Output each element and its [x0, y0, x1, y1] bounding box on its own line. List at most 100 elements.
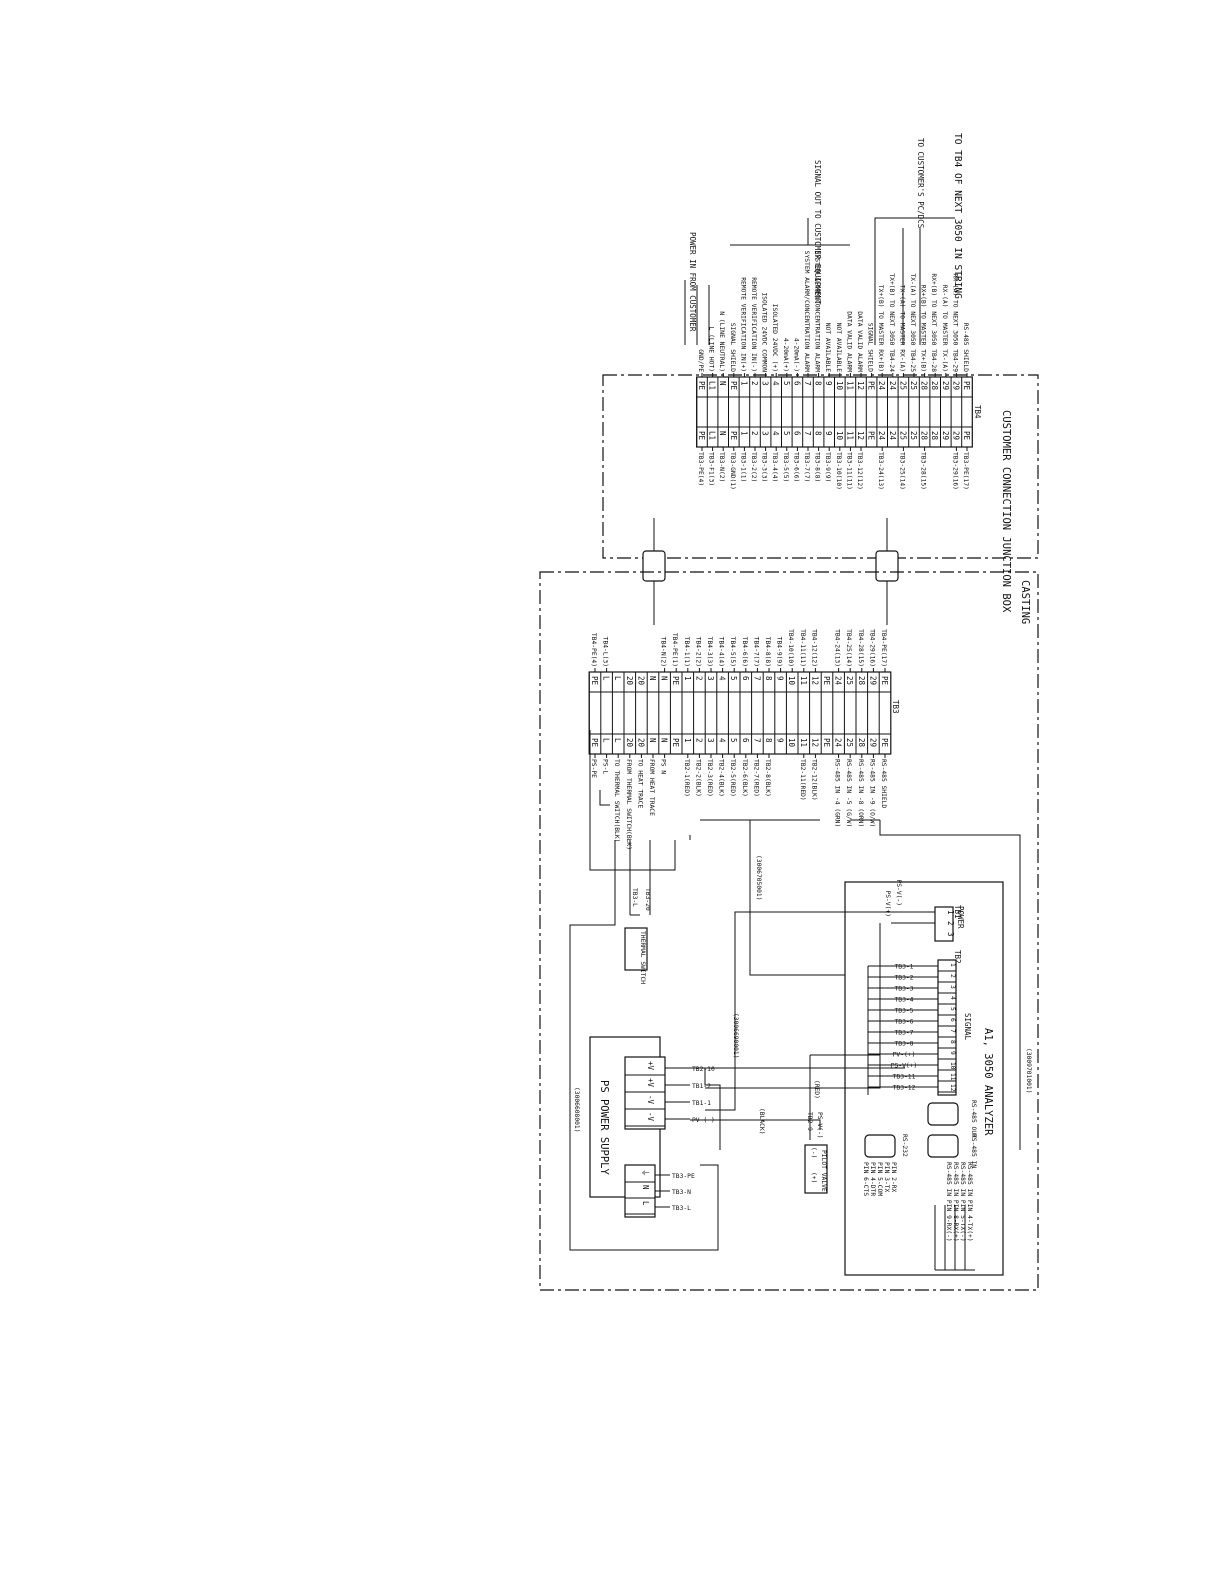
tb4-left-label: N (LINE NEUTRAL): [718, 311, 725, 372]
tb3-right-label: TB2-12(BLK): [810, 759, 817, 801]
tb4-left-label: DATA VALID ALARM: [856, 311, 863, 372]
tb4-terminal-number-far: L1: [708, 431, 717, 440]
svg-text:TB3-11(11): TB3-11(11): [845, 452, 852, 490]
tb3-left-label: TB4-4(4): [718, 637, 725, 667]
rs485-pin-note: RS-485 IN PIN 4-TX(+): [966, 1162, 973, 1242]
svg-text:1: 1: [683, 676, 692, 681]
thermal-tb3-l: TB3-L: [631, 888, 638, 907]
svg-text:28: 28: [857, 676, 866, 686]
tb4-terminal-number-far: 8: [814, 431, 823, 436]
ps-out-terminal: -V: [646, 1095, 655, 1105]
tb3-terminal-number: 2: [694, 676, 703, 681]
tb3-right-label: TO THERMAL SWITCH(BLK): [613, 759, 620, 842]
svg-text:PE: PE: [880, 676, 889, 686]
svg-text:TB3-GND(1): TB3-GND(1): [729, 452, 736, 490]
svg-text:25: 25: [845, 738, 854, 747]
svg-text:N: N: [718, 431, 727, 436]
svg-text:TB2-5(RED): TB2-5(RED): [729, 759, 736, 797]
rs485-out-label: RS-485 OUT: [970, 1100, 977, 1138]
svg-text:GND/PE: GND/PE: [697, 349, 704, 372]
svg-text:PE: PE: [697, 381, 706, 391]
svg-text:20: 20: [625, 676, 634, 686]
tb4-left-label: ISOLATED 24VDC COMMON: [761, 292, 768, 372]
ps-in-wire-label: TB3-PE: [672, 1173, 695, 1180]
tb4-right-label: TB3-GND(1): [729, 452, 736, 490]
svg-text:TB2-6(BLK): TB2-6(BLK): [741, 759, 748, 797]
svg-text:TB3-1(1): TB3-1(1): [739, 452, 746, 482]
tb3-left-label: TB4-11(11): [799, 629, 806, 667]
svg-text:SIGNAL SHIELD: SIGNAL SHIELD: [867, 323, 874, 372]
tb3-terminal-number-far: 9: [776, 738, 785, 743]
tb4-terminal-number-far: 25: [909, 431, 918, 440]
tb4-right-label: TB3-F1(3): [708, 452, 715, 486]
tb4-terminal-number: PE: [729, 381, 738, 391]
tb3-terminal-number: 24: [834, 676, 843, 686]
tb3-terminal-number: 10: [787, 676, 796, 686]
svg-text:L1: L1: [708, 431, 717, 440]
tb4-right-label: TB3-PE(17): [962, 452, 969, 490]
svg-text:28: 28: [857, 738, 866, 748]
red-wire-label: (RED): [813, 1080, 820, 1099]
tb4-terminal-number: 25: [898, 381, 907, 390]
svg-text:6: 6: [741, 676, 750, 681]
tb2-wire-label: TB3-6: [895, 1019, 914, 1026]
tb4-left-label: TX+(B) TO NEXT 3050 TB4-24: [888, 273, 895, 372]
svg-text:TB2-7(RED): TB2-7(RED): [752, 759, 759, 797]
svg-text:DATA VALID ALARM: DATA VALID ALARM: [856, 311, 863, 372]
tb4-left-label: SYSTEM ALARM/CONCENTRATION ALARM: [814, 251, 821, 373]
tb4-right-label: TB3-9(9): [824, 452, 831, 482]
tb3-terminal-number-far: 20: [636, 738, 645, 748]
tb3-terminal-number-far: 20: [625, 738, 634, 748]
svg-text:⏚: ⏚: [641, 1169, 650, 1177]
svg-text:10: 10: [787, 676, 796, 686]
tb3-right-label: TB2-2(BLK): [694, 759, 701, 797]
svg-text:2: 2: [946, 921, 955, 926]
tb4-terminal-number-far: 7: [803, 431, 812, 436]
gland-bundles: [653, 518, 888, 625]
tb4-left-label: ISOLATED 24VDC (+): [771, 304, 778, 372]
svg-text:4: 4: [771, 431, 780, 436]
svg-text:7: 7: [803, 381, 812, 386]
cable-code-3: (3009701001): [1025, 1048, 1032, 1094]
tb3-left-label: TB4-28(15): [857, 629, 864, 667]
tb4-terminal-number: 7: [803, 381, 812, 386]
svg-text:N: N: [648, 676, 657, 681]
tb3-right-label: PS N: [660, 759, 667, 774]
analyzer-box: [844, 881, 1004, 1276]
tb4-terminal-number: PE: [867, 381, 876, 391]
tb3-right-label: FROM HEAT TRACE: [648, 759, 655, 816]
svg-text:9: 9: [824, 431, 833, 436]
svg-text:TB2-2(BLK): TB2-2(BLK): [694, 759, 701, 797]
svg-text:TB4-6(6): TB4-6(6): [741, 637, 748, 667]
svg-text:12: 12: [856, 431, 865, 440]
rs485-pin-note: RS-485 IN PIN 8-RX(+): [952, 1162, 959, 1242]
tb4-right-label: TB3-2(2): [750, 452, 757, 482]
svg-text:PS-V(+): PS-V(+): [884, 890, 891, 917]
tb4-left-label: NOT AVAILABLE: [824, 323, 831, 372]
rs232-pin-note: PIN 2-RX: [890, 1162, 897, 1193]
tb4-terminal-number: PE: [697, 381, 706, 391]
svg-text:PE: PE: [962, 381, 971, 391]
svg-text:TB4-1(1): TB4-1(1): [683, 637, 690, 667]
svg-text:PIN 2-RX: PIN 2-RX: [890, 1162, 897, 1193]
svg-text:PIN 6-CTS: PIN 6-CTS: [862, 1162, 869, 1196]
svg-text:L: L: [613, 676, 622, 681]
tb3-left-label: TB4-PE(4): [590, 633, 597, 667]
svg-text:PS-PE: PS-PE: [590, 759, 597, 778]
svg-text:8: 8: [814, 431, 823, 436]
tb3-terminal-number: 29: [868, 676, 877, 685]
tb3-right-label: TB2-8(BLK): [764, 759, 771, 797]
tb3-terminal-number: 9: [776, 676, 785, 681]
tb3-terminal-number: PE: [590, 676, 599, 686]
svg-text:24: 24: [834, 676, 843, 686]
thermal-switch-label: THERMAL SWITCH: [639, 931, 646, 984]
svg-text:L: L: [602, 738, 611, 743]
tb4-terminal-number: 29: [951, 381, 960, 390]
tb4-terminal-number: 1: [739, 381, 748, 386]
svg-text:3: 3: [946, 932, 955, 937]
tb3-left-label: TB4-9(9): [776, 637, 783, 667]
tb4-terminal-number: N: [718, 381, 727, 386]
tb4-left-label: REMOTE VERIFICATION IN(+): [739, 277, 746, 372]
tb4-terminal-number: 2: [750, 381, 759, 386]
tb2-wire-label: PS-V(+): [891, 1063, 918, 1070]
